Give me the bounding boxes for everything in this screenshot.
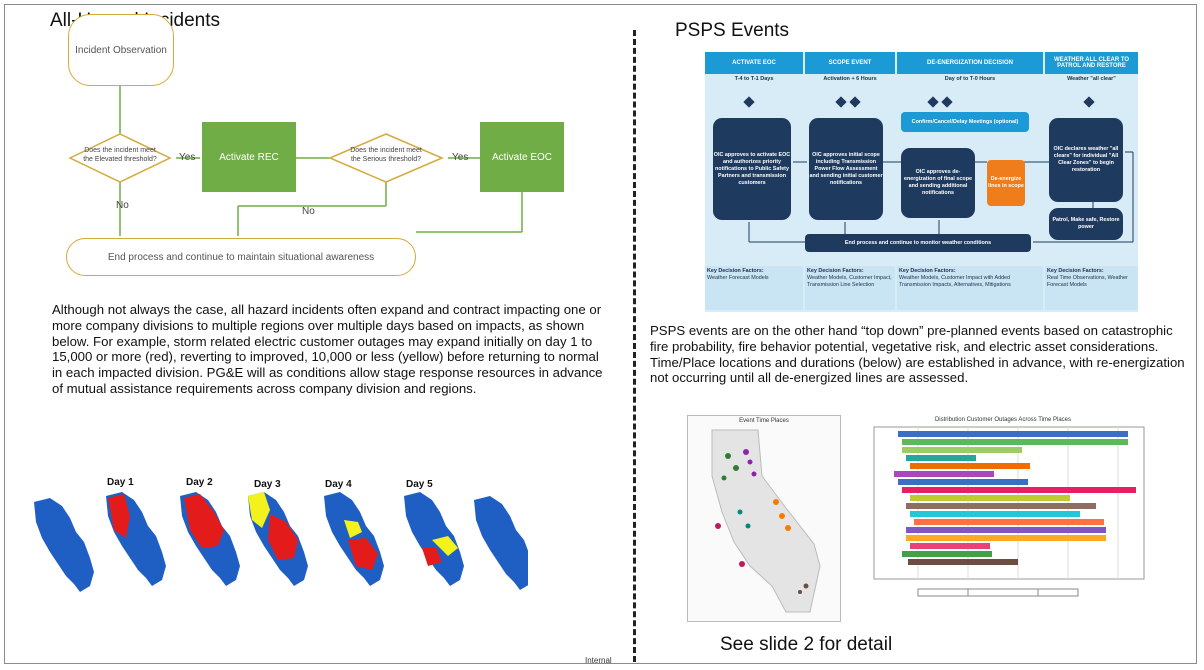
kdf-text-4: Real Time Observations, Weather Forecast… bbox=[1047, 275, 1128, 288]
incident-observation-node: Incident Observation bbox=[68, 14, 174, 86]
psps-paragraph: PSPS events are on the other hand “top d… bbox=[650, 323, 1185, 386]
decision-diamond-2 bbox=[328, 133, 444, 183]
map-day6 bbox=[474, 496, 528, 590]
kdf-title-4: Key Decision Factors: bbox=[1047, 268, 1104, 274]
no-label-2: No bbox=[302, 206, 315, 217]
day-label-3: Day 3 bbox=[254, 479, 281, 490]
map-day5 bbox=[404, 492, 464, 586]
phase-activate-eoc: ACTIVATE EOC bbox=[705, 52, 803, 74]
day-label-2: Day 2 bbox=[186, 477, 213, 488]
yes-label-2: Yes bbox=[452, 152, 469, 163]
end-process-node: End process and continue to maintain sit… bbox=[66, 238, 416, 276]
day-label-5: Day 5 bbox=[406, 479, 433, 490]
map-day3 bbox=[248, 492, 308, 586]
decision-1-text: Does the incident meet the Elevated thre… bbox=[83, 147, 157, 163]
psps-end-bar: End process and continue to monitor weat… bbox=[805, 234, 1031, 252]
psps-confirm-meetings: Confirm/Cancel/Delay Meetings (optional) bbox=[901, 112, 1029, 132]
division-maps bbox=[34, 492, 528, 592]
slide-2-caption: See slide 2 for detail bbox=[720, 634, 893, 655]
section-divider bbox=[633, 30, 636, 662]
event-time-places-map: Event Time Places bbox=[687, 415, 841, 622]
psps-heading: PSPS Events bbox=[675, 20, 790, 41]
gantt-title: Distribution Customer Outages Across Tim… bbox=[934, 417, 1072, 423]
psps-box-restore: Patrol, Make safe, Restore power bbox=[1049, 208, 1123, 240]
decision-2-text: Does the incident meet the Serious thres… bbox=[350, 147, 422, 163]
event-map-drawing bbox=[711, 429, 821, 613]
no-label-1: No bbox=[116, 200, 129, 211]
slide-frame bbox=[4, 4, 1197, 664]
phase-weather-all-clear: WEATHER ALL CLEAR TO PATROL AND RESTORE bbox=[1045, 52, 1138, 74]
kdf-col-1: Key Decision Factors: Weather Forecast M… bbox=[705, 266, 803, 310]
psps-box-deenergize-approve: OIC approves de-energization of final sc… bbox=[901, 148, 975, 218]
phase-de-energization: DE-ENERGIZATION DECISION bbox=[897, 52, 1043, 74]
all-hazard-paragraph: Although not always the case, all hazard… bbox=[52, 302, 603, 396]
day-label-4: Day 4 bbox=[325, 479, 352, 490]
decision-diamond-1 bbox=[68, 133, 172, 183]
time-places-gantt: Distribution Customer Outages Across Tim… bbox=[858, 415, 1148, 600]
psps-box-activate: OIC approves to activate EOC and authori… bbox=[713, 118, 791, 220]
kdf-col-2: Key Decision Factors: Weather Models, Cu… bbox=[805, 266, 895, 310]
map-day0 bbox=[34, 498, 94, 592]
map-title: Event Time Places bbox=[739, 418, 789, 424]
kdf-text-1: Weather Forecast Models bbox=[707, 275, 769, 281]
kdf-title-1: Key Decision Factors: bbox=[707, 268, 764, 274]
psps-box-deenergize: De-energize lines in scope bbox=[987, 160, 1025, 206]
map-day4 bbox=[324, 492, 384, 586]
timing-3: Day of to T-0 Hours bbox=[944, 76, 996, 82]
psps-connectors bbox=[743, 96, 1134, 243]
timing-4: Weather "all clear" bbox=[1067, 76, 1116, 82]
kdf-title-2: Key Decision Factors: bbox=[807, 268, 864, 274]
timing-1: T-4 to T-1 Days bbox=[734, 76, 774, 82]
map-day2 bbox=[180, 492, 240, 586]
flowchart-connectors bbox=[68, 86, 523, 236]
phase-scope-event: SCOPE EVENT bbox=[805, 52, 895, 74]
footer-classification: Internal bbox=[585, 656, 612, 665]
psps-box-scope: OIC approves initial scope including Tra… bbox=[809, 118, 883, 220]
gantt-drawing bbox=[873, 426, 1145, 597]
activate-eoc-box: Activate EOC bbox=[480, 122, 564, 192]
psps-process-diagram: ACTIVATE EOC SCOPE EVENT DE-ENERGIZATION… bbox=[705, 52, 1138, 312]
timing-2: Activation + 6 Hours bbox=[823, 76, 877, 82]
kdf-title-3: Key Decision Factors: bbox=[899, 268, 956, 274]
kdf-col-3: Key Decision Factors: Weather Models, Cu… bbox=[897, 266, 1043, 310]
activate-rec-box: Activate REC bbox=[202, 122, 296, 192]
kdf-text-2: Weather Models, Customer Impact, Transmi… bbox=[807, 275, 892, 288]
kdf-col-4: Key Decision Factors: Real Time Observat… bbox=[1045, 266, 1138, 310]
yes-label-1: Yes bbox=[179, 152, 196, 163]
psps-box-all-clear: OIC declares weather "all clears" for in… bbox=[1049, 118, 1123, 202]
day-label-1: Day 1 bbox=[107, 477, 134, 488]
kdf-text-3: Weather Models, Customer Impact with Add… bbox=[899, 275, 1011, 288]
map-day1 bbox=[106, 492, 166, 586]
